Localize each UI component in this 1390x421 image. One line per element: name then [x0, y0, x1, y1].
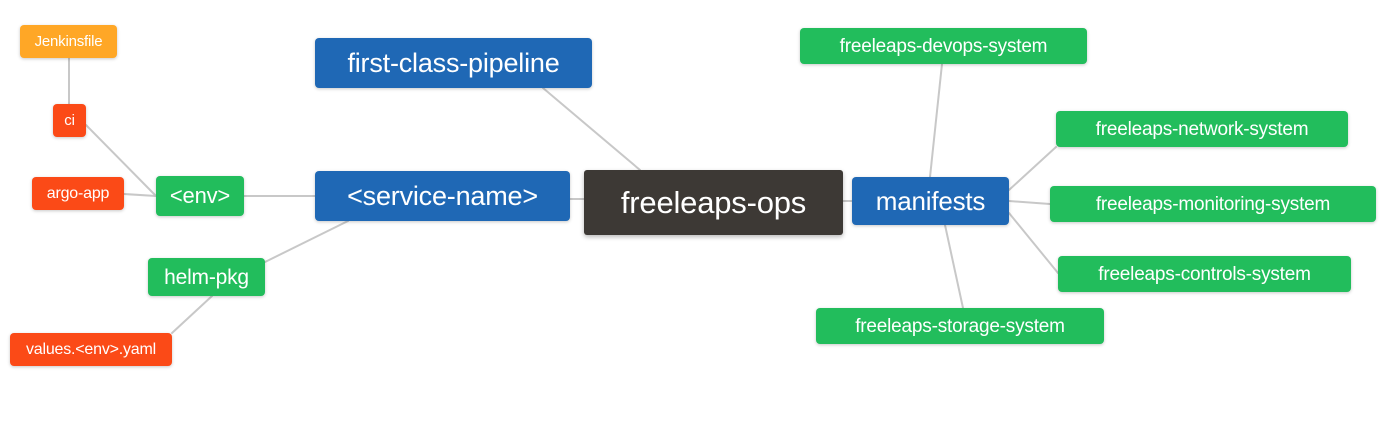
node-label: freeleaps-storage-system: [855, 315, 1065, 337]
edge-manifests-to-freeleaps-devops-system: [929, 63, 943, 178]
node-label: freeleaps-network-system: [1095, 118, 1309, 140]
edge-manifests-to-freeleaps-controls-system: [1008, 212, 1059, 274]
node-label: first-class-pipeline: [347, 47, 560, 78]
node-label: freeleaps-devops-system: [839, 35, 1048, 57]
node-freeleaps-network-system[interactable]: freeleaps-network-system: [1056, 111, 1348, 147]
node-freeleaps-ops[interactable]: freeleaps-ops: [584, 170, 843, 235]
edge-helm-pkg-to-service-name: [264, 220, 349, 263]
edge-manifests-to-freeleaps-storage-system: [944, 224, 964, 309]
node-label: freeleaps-ops: [620, 185, 807, 220]
node-ci[interactable]: ci: [53, 104, 86, 137]
edge-values-yaml-to-helm-pkg: [171, 295, 213, 334]
node-label: Jenkinsfile: [34, 33, 103, 50]
node-label: <service-name>: [347, 180, 538, 211]
edge-first-class-pipeline-to-freeleaps-ops: [542, 87, 641, 171]
node-label: manifests: [875, 186, 986, 216]
node-jenkinsfile[interactable]: Jenkinsfile: [20, 25, 117, 58]
node-values-yaml[interactable]: values.<env>.yaml: [10, 333, 172, 366]
node-freeleaps-devops-system[interactable]: freeleaps-devops-system: [800, 28, 1087, 64]
node-helm-pkg[interactable]: helm-pkg: [148, 258, 265, 296]
edge-manifests-to-freeleaps-monitoring-system: [1008, 200, 1051, 205]
node-freeleaps-monitoring-system[interactable]: freeleaps-monitoring-system: [1050, 186, 1376, 222]
node-label: values.<env>.yaml: [25, 340, 156, 358]
node-manifests[interactable]: manifests: [852, 177, 1009, 225]
node-label: helm-pkg: [164, 265, 249, 289]
edge-manifests-to-freeleaps-network-system: [1008, 146, 1057, 191]
edge-argo-app-to-env: [123, 193, 157, 197]
node-label: ci: [64, 112, 75, 129]
node-label: freeleaps-monitoring-system: [1095, 193, 1331, 215]
node-env[interactable]: <env>: [156, 176, 244, 216]
node-label: <env>: [169, 183, 231, 208]
node-service-name[interactable]: <service-name>: [315, 171, 570, 221]
node-argo-app[interactable]: argo-app: [32, 177, 124, 210]
node-freeleaps-controls-system[interactable]: freeleaps-controls-system: [1058, 256, 1351, 292]
node-label: freeleaps-controls-system: [1098, 263, 1311, 285]
node-label: argo-app: [46, 184, 110, 202]
node-freeleaps-storage-system[interactable]: freeleaps-storage-system: [816, 308, 1104, 344]
node-first-class-pipeline[interactable]: first-class-pipeline: [315, 38, 592, 88]
